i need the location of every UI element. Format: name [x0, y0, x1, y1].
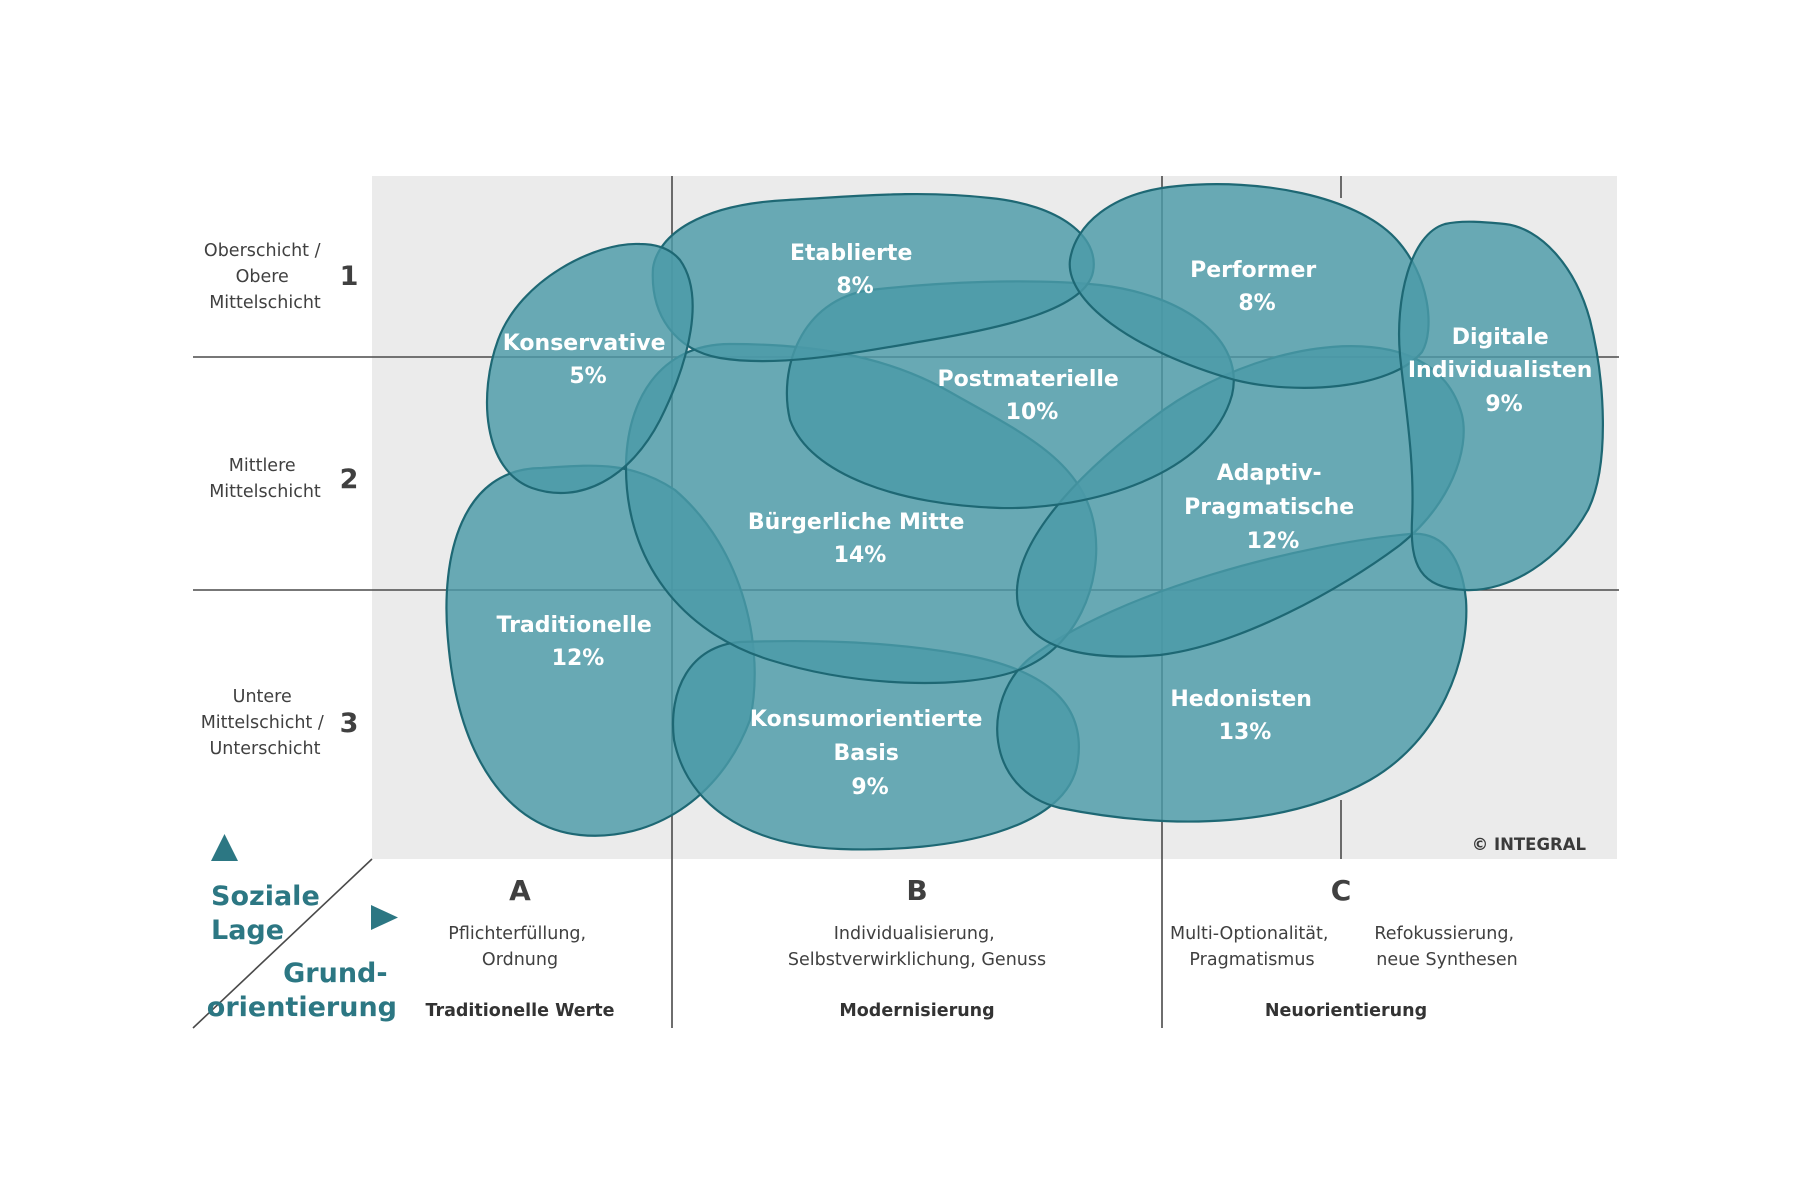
column-description-c1: Multi-Optionalität, Pragmatismus	[1170, 924, 1334, 970]
milieu-name-line: Basis	[833, 741, 898, 766]
column-letter-b: B	[906, 874, 927, 907]
milieu-label-etablierte: Etablierte 8%	[790, 241, 920, 299]
milieu-share: 10%	[1006, 400, 1059, 425]
milieu-name-line: Konsumorientierte	[750, 707, 982, 732]
row-labels: Oberschicht / Obere Mittelschicht 1 Mitt…	[201, 241, 359, 759]
column-description-line: Ordnung	[482, 950, 558, 970]
row-label-line: Mittlere	[229, 456, 296, 476]
milieu-label-digitale-individualisten: Digitale Individualisten 9%	[1408, 325, 1600, 417]
row-label-3: Untere Mittelschicht / Unterschicht	[201, 687, 330, 759]
milieu-name-line: Traditionelle	[496, 613, 651, 638]
milieu-labels: Konservative 5% Etablierte 8% Performer …	[496, 241, 1600, 800]
row-label-line: Untere	[233, 687, 292, 707]
row-label-line: Mittelschicht /	[201, 713, 324, 733]
milieu-share: 5%	[569, 364, 606, 389]
milieu-name-line: Hedonisten	[1170, 687, 1312, 712]
row-label-line: Obere	[236, 267, 289, 287]
row-label-2: Mittlere Mittelschicht	[209, 456, 321, 502]
column-category-b: Modernisierung	[839, 1001, 994, 1021]
axis-title-line: Grund-	[283, 958, 387, 989]
row-number-3: 3	[340, 708, 359, 739]
blob-digitale-individualisten	[1398, 220, 1604, 592]
triangle-up-icon	[211, 834, 238, 861]
axis-title-grundorientierung: Grund- orientierung	[207, 958, 397, 1023]
milieu-share: 12%	[552, 646, 605, 671]
column-description-a: Pflichterfüllung, Ordnung	[448, 924, 591, 970]
row-label-1: Oberschicht / Obere Mittelschicht	[204, 241, 326, 313]
milieu-share: 14%	[834, 543, 887, 568]
row-number-1: 1	[340, 261, 359, 292]
milieu-label-konsumorientierte-basis: Konsumorientierte Basis 9%	[750, 707, 990, 800]
column-description-line: Selbstverwirklichung, Genuss	[788, 950, 1046, 970]
axis-title-line: Soziale	[211, 881, 320, 912]
milieu-name-line: Pragmatische	[1184, 495, 1354, 520]
axis-title-line: Lage	[211, 915, 284, 946]
milieu-name-line: Adaptiv-	[1217, 461, 1322, 486]
blob-konservative	[485, 242, 694, 495]
milieu-label-buergerliche-mitte: Bürgerliche Mitte 14%	[748, 510, 972, 568]
axis-corner-diagonal	[192, 858, 373, 1029]
milieu-name-line: Postmaterielle	[937, 367, 1118, 392]
milieu-share: 9%	[851, 775, 888, 800]
column-description-line: Individualisierung,	[834, 924, 995, 944]
column-description-line: Pflichterfüllung,	[448, 924, 586, 944]
milieu-label-performer: Performer 8%	[1190, 258, 1324, 316]
column-letter-c: C	[1331, 874, 1352, 907]
column-description-b: Individualisierung, Selbstverwirklichung…	[788, 924, 1046, 970]
column-labels: A Pflichterfüllung, Ordnung Traditionell…	[425, 874, 1519, 1021]
milieu-name-line: Performer	[1190, 258, 1316, 283]
milieu-name-line: Individualisten	[1408, 358, 1593, 383]
row-label-line: Mittelschicht	[209, 482, 321, 502]
column-description-line: Pragmatismus	[1189, 950, 1314, 970]
milieu-share: 8%	[836, 274, 873, 299]
column-category-a: Traditionelle Werte	[425, 1001, 614, 1021]
blob-performer	[1068, 183, 1430, 389]
row-number-2: 2	[340, 464, 359, 495]
milieu-share: 8%	[1238, 291, 1275, 316]
milieu-label-adaptiv-pragmatische: Adaptiv- Pragmatische 12%	[1184, 461, 1362, 554]
axis-legend: Soziale Lage Grund- orientierung	[207, 834, 398, 1023]
column-description-line: neue Synthesen	[1376, 950, 1518, 970]
milieu-name-line: Etablierte	[790, 241, 912, 266]
milieu-label-postmaterielle: Postmaterielle 10%	[937, 367, 1126, 425]
milieu-share: 13%	[1219, 720, 1272, 745]
milieu-share: 12%	[1247, 529, 1300, 554]
row-label-line: Mittelschicht	[209, 293, 321, 313]
axis-title-line: orientierung	[207, 992, 397, 1023]
row-label-line: Oberschicht /	[204, 241, 321, 261]
column-description-line: Multi-Optionalität,	[1170, 924, 1328, 944]
milieu-label-konservative: Konservative 5%	[503, 331, 673, 389]
triangle-right-icon	[371, 905, 398, 930]
row-label-line: Unterschicht	[210, 739, 321, 759]
column-description-c2: Refokussierung, neue Synthesen	[1374, 924, 1519, 970]
milieu-shapes	[445, 183, 1604, 851]
column-letter-a: A	[509, 874, 531, 907]
copyright-notice: © INTEGRAL	[1472, 835, 1587, 854]
milieu-share: 9%	[1485, 392, 1522, 417]
column-description-line: Refokussierung,	[1374, 924, 1514, 944]
milieu-label-hedonisten: Hedonisten 13%	[1170, 687, 1319, 745]
milieu-name-line: Konservative	[503, 331, 666, 356]
column-category-c: Neuorientierung	[1265, 1001, 1427, 1021]
milieu-label-traditionelle: Traditionelle 12%	[496, 613, 659, 671]
milieu-name-line: Digitale	[1452, 325, 1549, 350]
axis-title-soziale-lage: Soziale Lage	[211, 881, 329, 946]
milieu-name-line: Bürgerliche Mitte	[748, 510, 965, 535]
